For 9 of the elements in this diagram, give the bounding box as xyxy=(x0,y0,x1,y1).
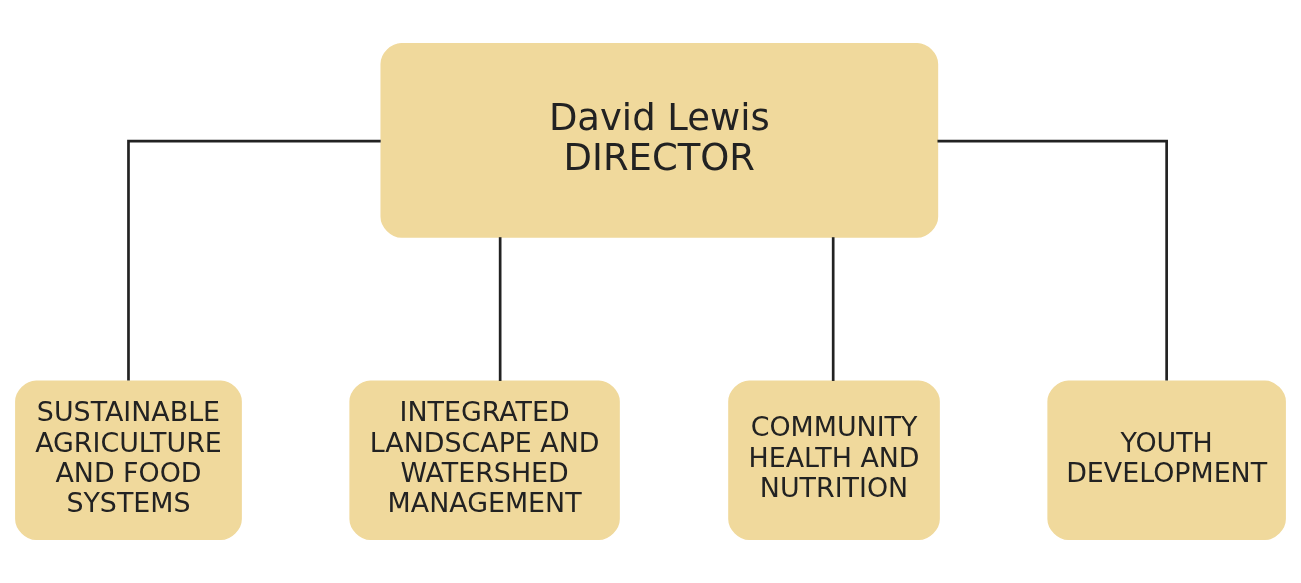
node-box: COMMUNITY HEALTH AND NUTRITION xyxy=(728,380,940,541)
connector xyxy=(937,139,1168,381)
node-box: YOUTH DEVELOPMENT xyxy=(1047,380,1286,541)
connector xyxy=(831,237,835,381)
connector xyxy=(498,237,502,381)
node-box: INTEGRATED LANDSCAPE AND WATERSHED MANAGEMENT xyxy=(349,380,620,541)
connector xyxy=(127,139,381,381)
node-box: SUSTAINABLE AGRICULTURE AND FOOD SYSTEMS xyxy=(15,380,242,541)
node-box: David Lewis DIRECTOR xyxy=(380,42,939,238)
